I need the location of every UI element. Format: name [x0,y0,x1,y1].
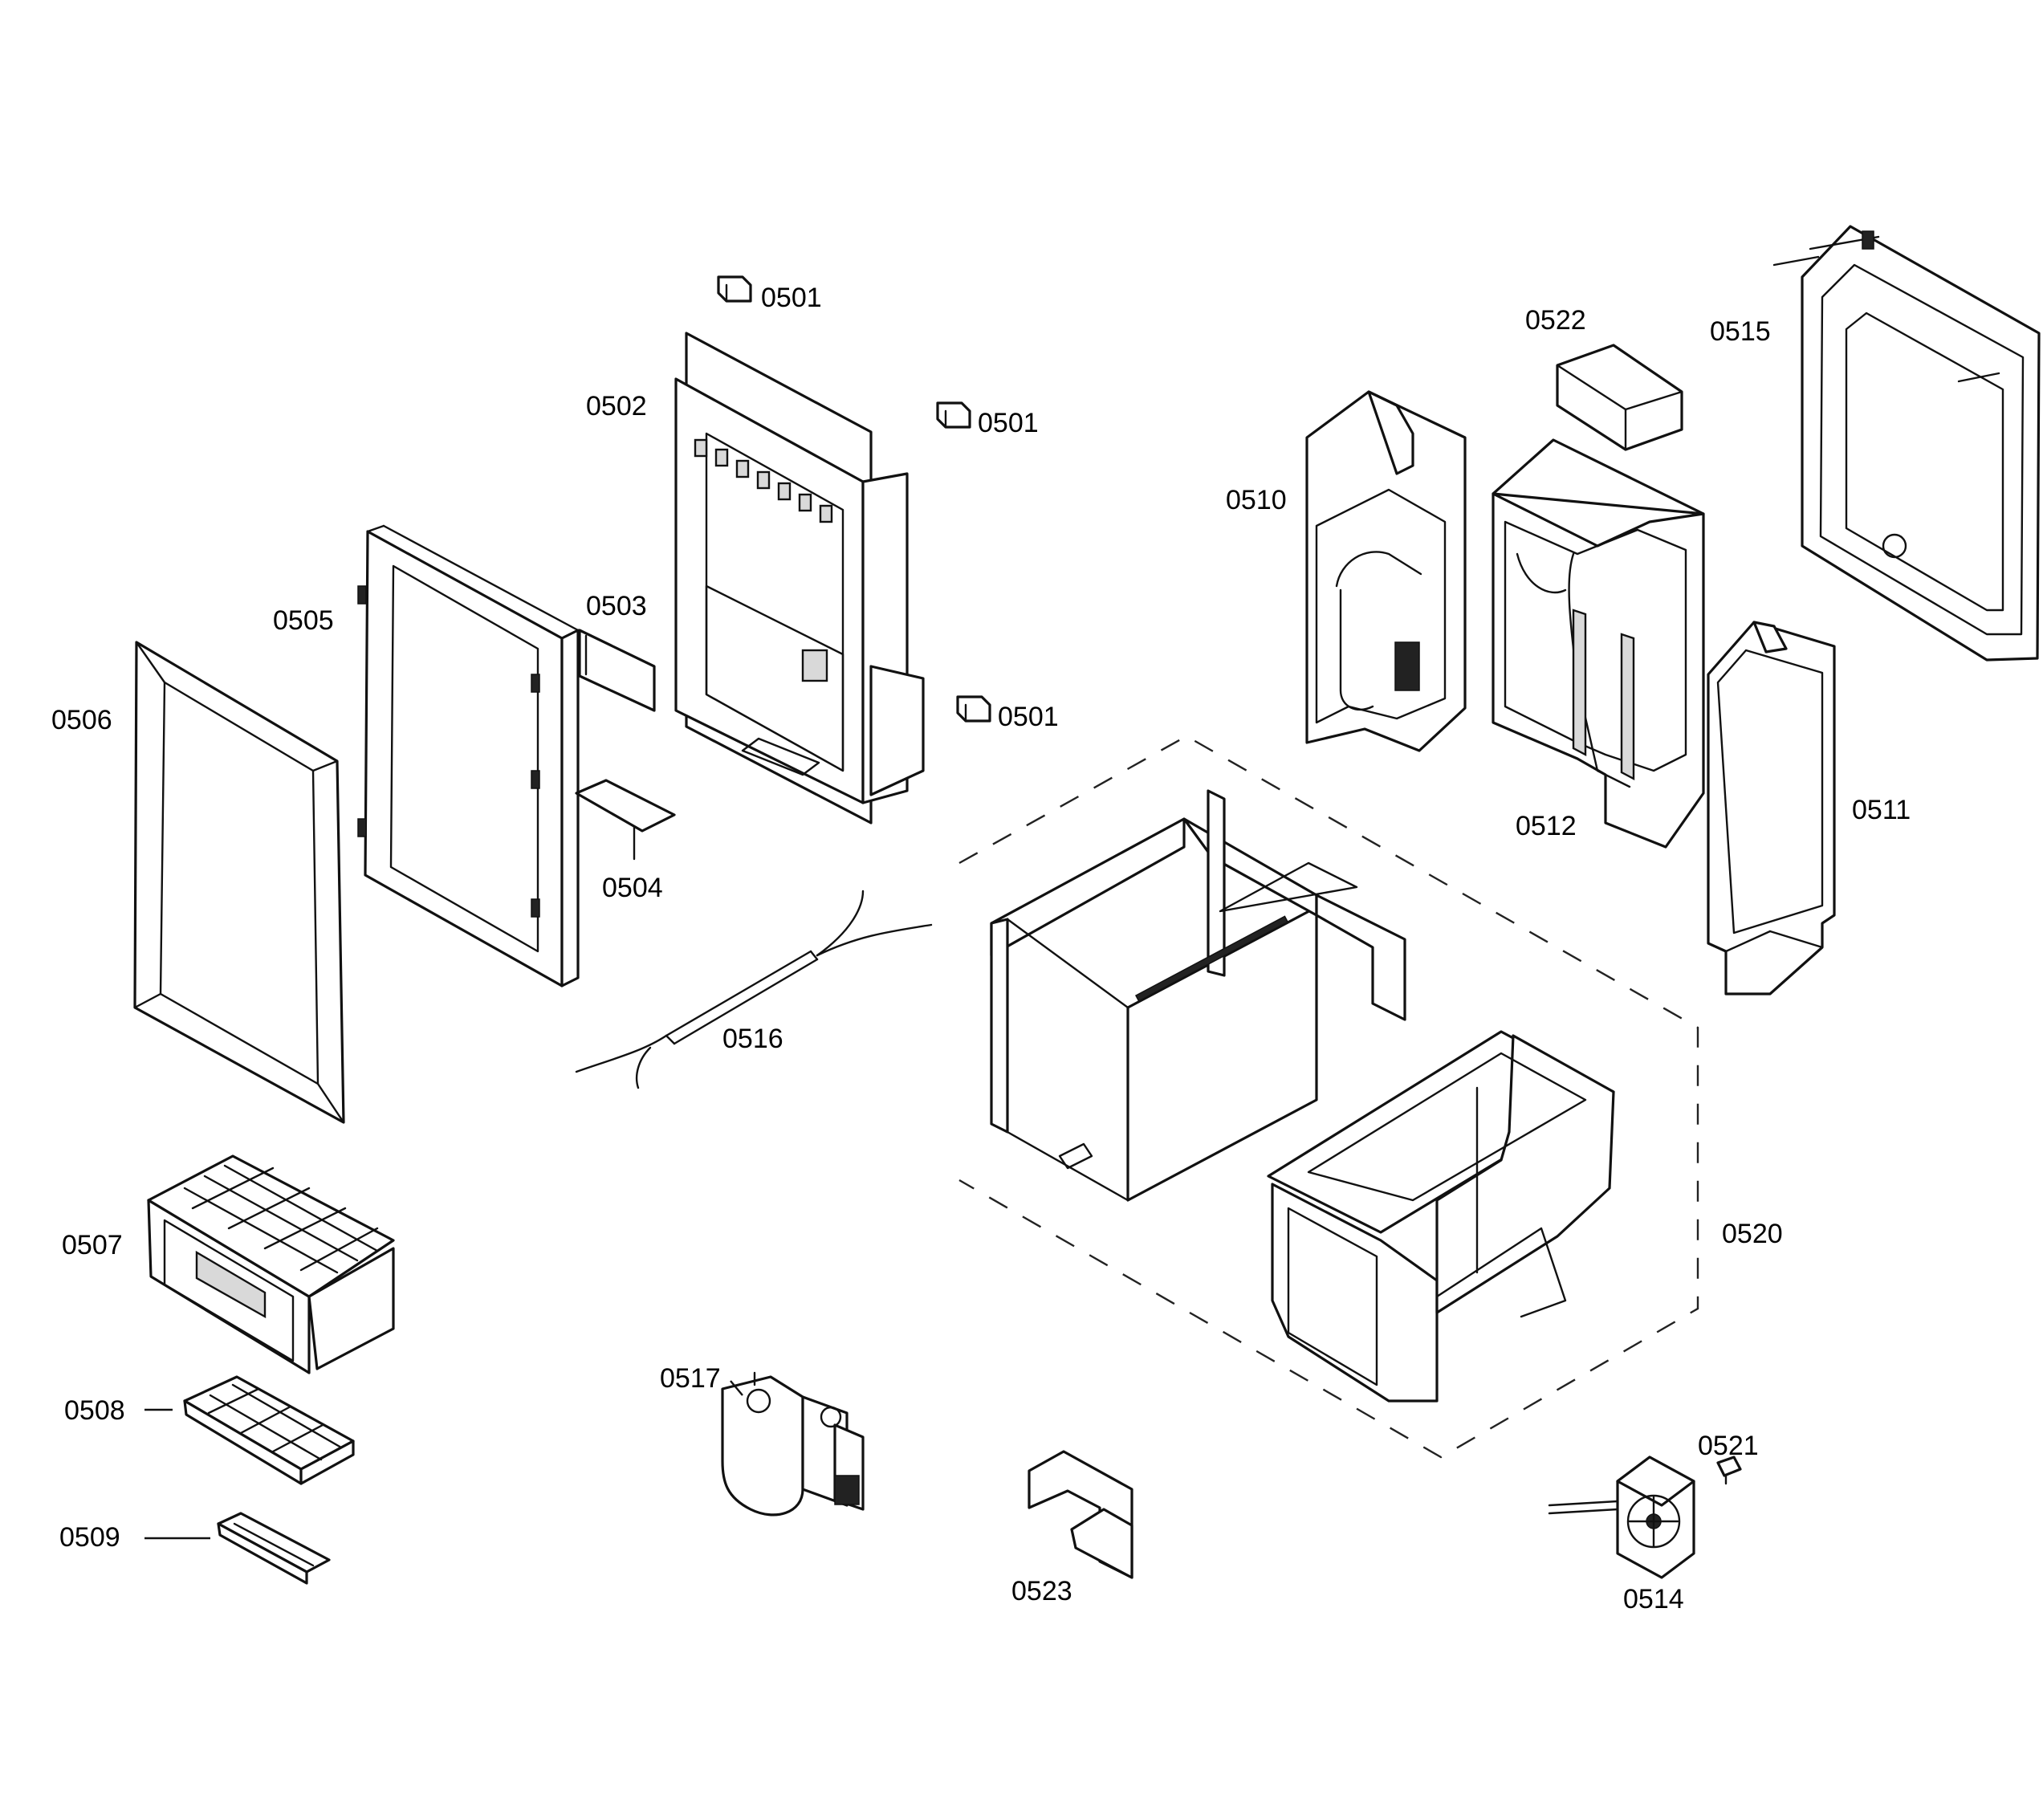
part-0516-heater-wire [575,890,933,1089]
part-0507-dispenser-module [147,1154,395,1374]
grille-grid [183,1164,379,1274]
part-0509-grate [217,1512,331,1585]
part-0502-dispenser-housing [674,332,925,824]
part-0501-clip-bottom [956,695,991,723]
callout-labels: 0501 0501 0501 0502 0503 0504 0505 0506 … [51,283,1911,1614]
part-0520-ice-bucket [1267,1030,1615,1403]
part-0504-flat-plate [575,779,676,861]
part-0517-motor [721,1371,865,1517]
part-0501-clip-middle [936,401,971,429]
part-0506-door-frame [133,641,345,1124]
callout-0523: 0523 [1011,1576,1072,1606]
callout-0516: 0516 [722,1024,783,1054]
part-0514-fan [1548,1456,1695,1579]
callout-0506: 0506 [51,705,112,735]
callout-0507: 0507 [62,1230,123,1260]
part-0505-door-panel [357,524,580,987]
part-0520-assembly-region [958,735,1699,1459]
callout-0501-bottom: 0501 [998,702,1059,732]
housing-slots [694,438,833,523]
part-0503-plate [578,629,656,712]
callout-0517: 0517 [660,1363,721,1394]
callout-0509: 0509 [59,1522,120,1553]
callout-0514: 0514 [1623,1584,1684,1614]
callout-0511: 0511 [1852,795,1911,825]
callout-0521: 0521 [1698,1431,1759,1461]
part-0501-clip-top [717,275,752,303]
callout-0515: 0515 [1710,316,1771,347]
callout-0512: 0512 [1516,811,1577,841]
part-0515-door-liner [1772,225,2041,662]
part-0520-bucket-frame [990,789,1406,1202]
part-0523-bracket [1028,1450,1133,1579]
callout-0501-middle: 0501 [978,408,1039,438]
callout-0501-top: 0501 [761,283,822,313]
leader-lines [144,1380,743,1540]
callout-0510: 0510 [1226,485,1287,515]
callout-0504: 0504 [602,873,663,903]
part-0512-ice-maker [1492,438,1705,849]
callout-0503: 0503 [586,591,647,621]
callout-0505: 0505 [273,605,334,636]
callout-0520: 0520 [1722,1219,1783,1249]
part-0521-screw [1716,1456,1742,1485]
part-0522-top-cover [1556,344,1683,451]
part-0511-rear-panel [1707,621,1836,996]
part-0510-side-duct [1305,390,1467,752]
callout-0502: 0502 [586,391,647,421]
part-0508-drip-tray [183,1375,355,1485]
callout-0522: 0522 [1525,305,1586,336]
callout-0508: 0508 [64,1395,125,1426]
